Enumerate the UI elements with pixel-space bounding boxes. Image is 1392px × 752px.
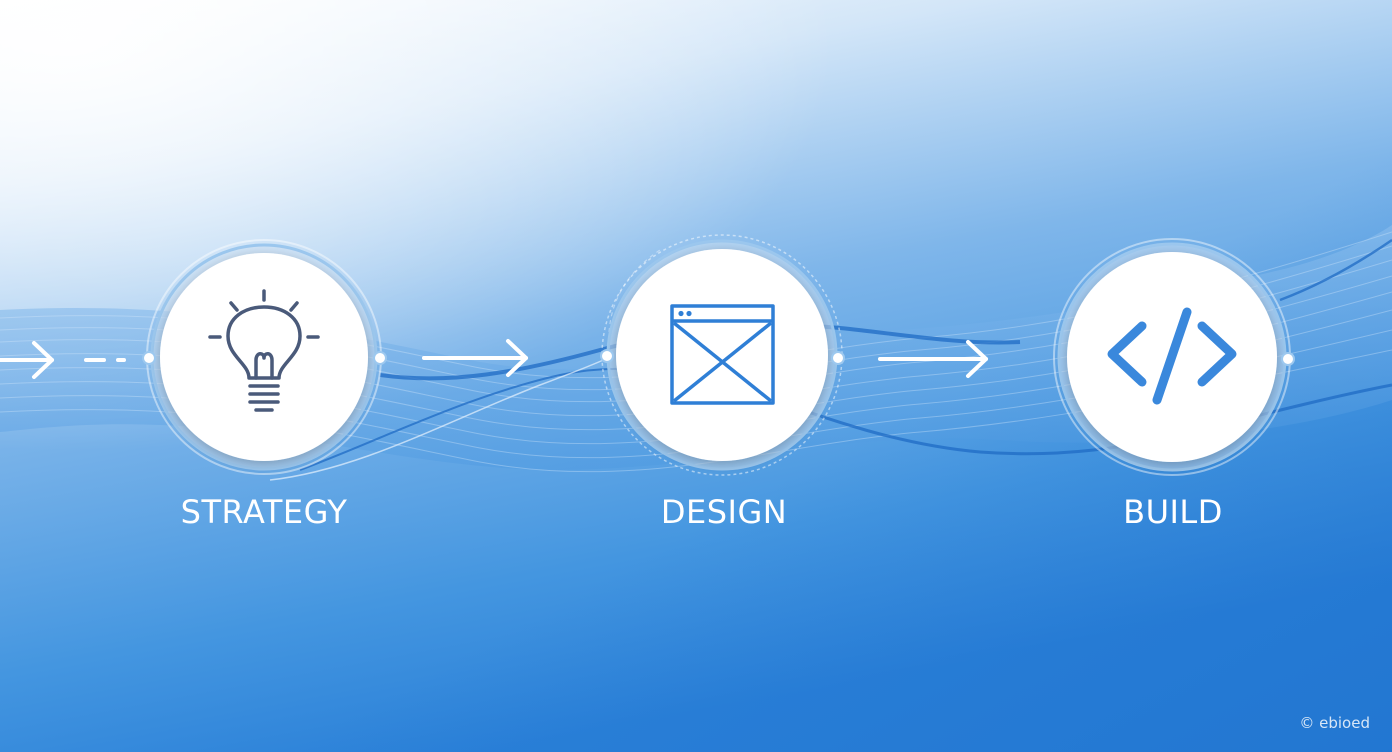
arrow-strategy-to-design (422, 339, 528, 377)
lightbulb-icon (208, 289, 320, 412)
step-label-strategy: STRATEGY (180, 493, 348, 531)
watermark: © ebioed (1299, 714, 1370, 732)
connector-node (1281, 352, 1295, 366)
incoming-arrow (0, 341, 126, 379)
arrow-design-to-build (878, 340, 988, 378)
connector-node (831, 351, 845, 365)
connector-node (142, 351, 156, 365)
step-design (600, 234, 845, 476)
connector-node (373, 351, 387, 365)
code-brackets-icon (1107, 307, 1237, 405)
step-strategy (142, 239, 387, 475)
wireframe-window-icon (670, 304, 775, 405)
step-label-build: BUILD (1123, 493, 1223, 531)
step-label-design: DESIGN (660, 493, 788, 531)
step-build (1053, 238, 1295, 476)
connector-node (600, 349, 614, 363)
